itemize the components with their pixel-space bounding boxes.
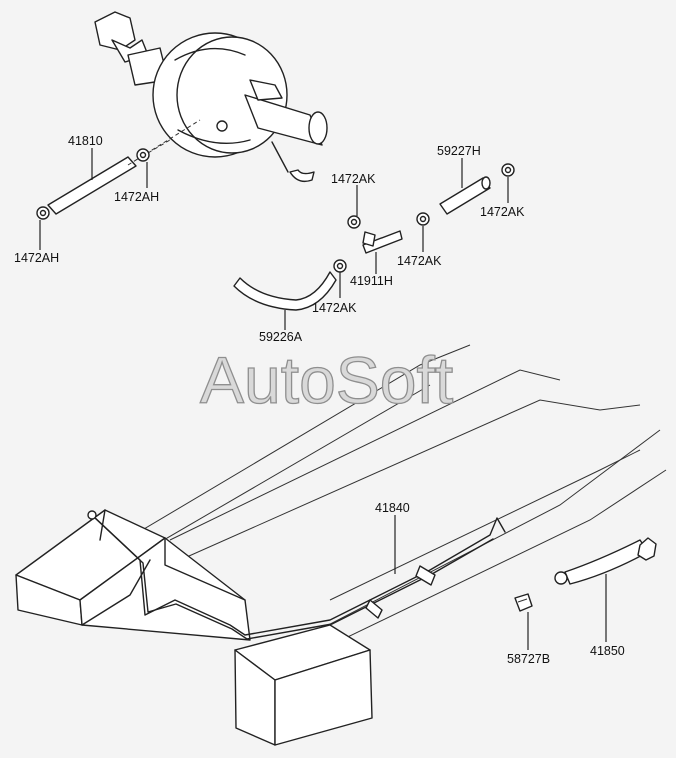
label-41850: 41850 <box>590 644 625 658</box>
clamp-1472ak-mid <box>416 212 430 226</box>
brake-booster <box>94 11 328 183</box>
clamp-1472ak-right <box>501 163 515 177</box>
part-labels: 41810 1472AH 1472AH 1472AK 59227H 1472AK… <box>14 134 625 666</box>
clamp-1472ak-bent <box>333 259 347 273</box>
chassis-frame <box>15 344 667 746</box>
clamp-1472ah-lower <box>36 206 50 220</box>
clamp-1472ah-upper <box>136 148 150 162</box>
hose-59227h <box>439 176 491 215</box>
watermark: AutoSoft <box>200 343 453 417</box>
label-41810: 41810 <box>68 134 103 148</box>
label-59226a: 59226A <box>259 330 303 344</box>
label-1472ah-upper: 1472AH <box>114 190 159 204</box>
label-1472ak-tee: 1472AK <box>331 172 376 186</box>
hose-41850 <box>554 537 657 585</box>
hose-59226a <box>233 271 337 311</box>
brake-tube-41840 <box>87 510 506 640</box>
label-1472ak-mid: 1472AK <box>397 254 442 268</box>
clamp-1472ak-tee <box>347 215 361 229</box>
label-1472ak-bent: 1472AK <box>312 301 357 315</box>
label-59227h: 59227H <box>437 144 481 158</box>
label-58727b: 58727B <box>507 652 550 666</box>
clip-58727b <box>514 593 533 612</box>
label-41840: 41840 <box>375 501 410 515</box>
tee-41911h <box>362 230 403 254</box>
label-1472ak-right: 1472AK <box>480 205 525 219</box>
label-1472ah-lower: 1472AH <box>14 251 59 265</box>
label-41911h: 41911H <box>350 274 393 288</box>
leader-lines <box>39 148 607 650</box>
